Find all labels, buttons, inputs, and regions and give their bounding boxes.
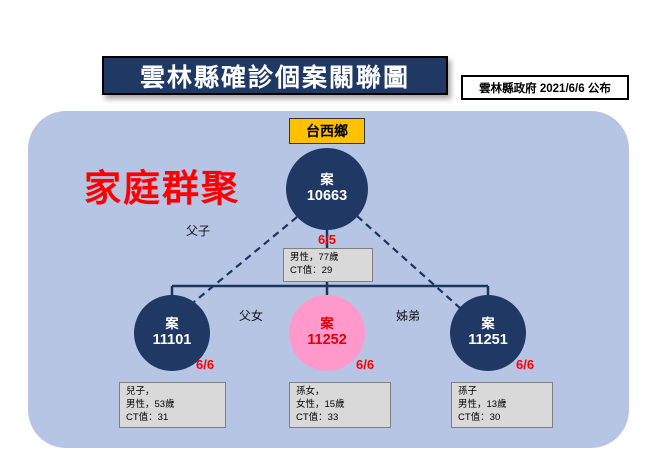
case-info-line: CT值：33 (296, 411, 339, 423)
case-info-line: 男性，77歲 (290, 252, 339, 263)
case-info-box-11101: 兒子， 男性，53歲 CT值：31 (119, 382, 226, 429)
case-info-line: 孫子 (458, 386, 478, 397)
date-label-11101: 6/6 (196, 357, 215, 372)
region-label: 台西鄉 (306, 123, 348, 139)
case-node-11101: 案 11101 (134, 295, 210, 371)
case-id: 11252 (307, 332, 347, 349)
case-info-line: 女性，15歲 (296, 398, 345, 410)
source-label: 雲林縣政府 2021/6/6 公布 (479, 82, 611, 95)
page-title: 雲林縣確診個案關聯圖 (139, 63, 410, 92)
case-prefix: 案 (320, 172, 334, 188)
case-prefix: 案 (481, 316, 495, 332)
case-id: 11251 (468, 332, 508, 349)
case-info-line: CT值：31 (126, 411, 169, 423)
case-node-11252: 案 11252 (289, 295, 365, 371)
case-info-line: 孫女， (296, 386, 325, 397)
case-info-box-11251: 孫子 男性，13歲 CT值：30 (451, 382, 553, 429)
case-id: 10663 (306, 188, 348, 205)
case-info-line: CT值：30 (458, 411, 501, 423)
region-badge: 台西鄉 (289, 118, 365, 144)
relationship-label-father-son: 父子 (186, 224, 211, 238)
case-info-line: 男性，13歲 (458, 398, 507, 410)
date-label-11252: 6/6 (356, 357, 375, 372)
case-node-10663: 案 10663 (286, 148, 368, 230)
relationship-label-sister-brother: 姊弟 (396, 309, 421, 323)
source-box: 雲林縣政府 2021/6/6 公布 (461, 75, 629, 100)
case-prefix: 案 (320, 316, 334, 332)
date-label-root: 6/5 (317, 232, 337, 247)
case-info-box-root: 男性，77歲 CT值：29 (283, 248, 373, 282)
case-id: 11101 (152, 332, 192, 349)
relationship-label-father-daughter: 父女 (239, 309, 264, 323)
case-info-box-11252: 孫女， 女性，15歲 CT值：33 (289, 382, 391, 429)
case-info-line: 兒子， (126, 386, 155, 397)
case-info-line: CT值：29 (290, 264, 333, 276)
date-label-11251: 6/6 (516, 357, 535, 372)
case-prefix: 案 (165, 316, 179, 332)
case-info-line: 男性，53歲 (126, 398, 175, 410)
title-banner: 雲林縣確診個案關聯圖 (102, 56, 448, 95)
case-node-11251: 案 11251 (450, 295, 526, 371)
cluster-label: 家庭群聚 (84, 169, 240, 210)
